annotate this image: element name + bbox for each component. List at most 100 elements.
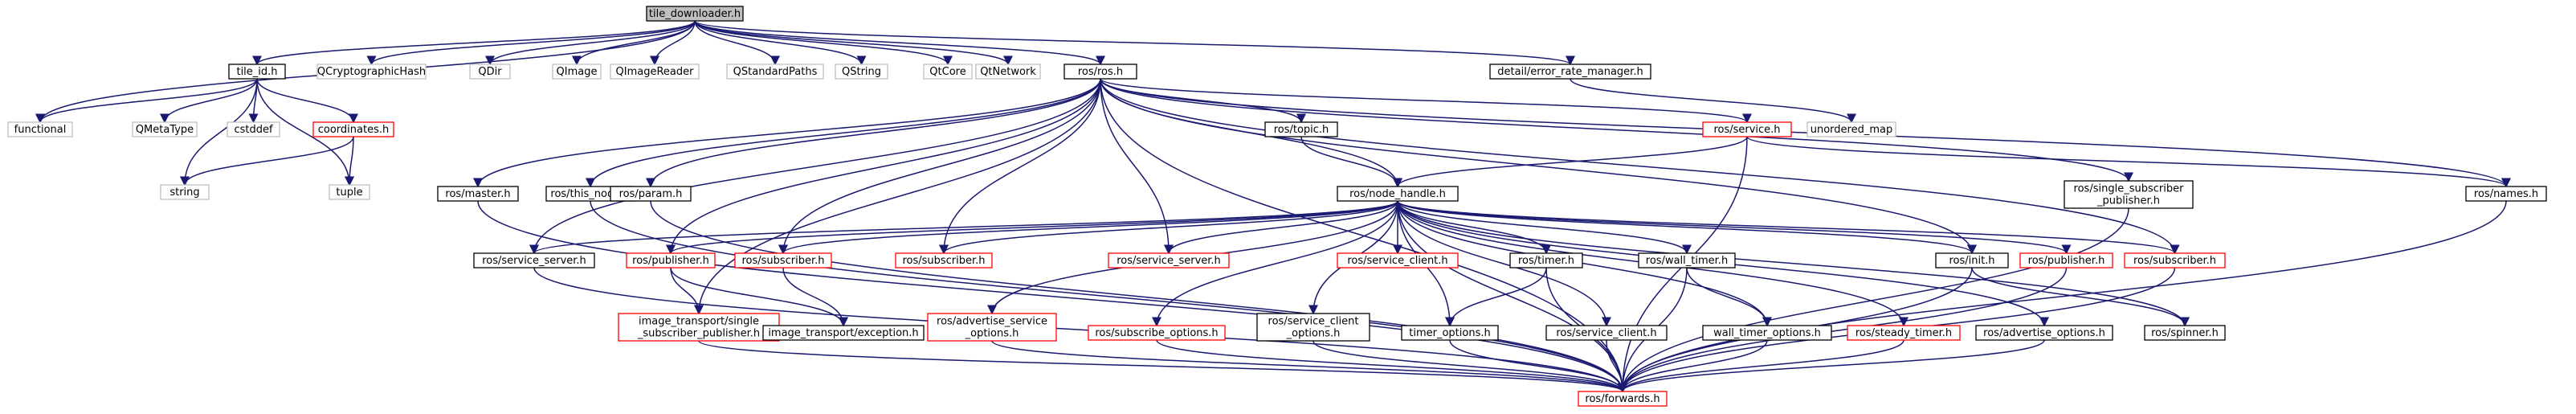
node-QString[interactable]: QString: [835, 64, 888, 80]
node-ros-service-server-1[interactable]: ros/service_server.h: [473, 252, 595, 268]
node-QDir[interactable]: QDir: [469, 64, 511, 80]
node-ros-subscriber-2[interactable]: ros/subscriber.h: [895, 252, 993, 268]
edge-tile_downloader-to-QCryptographicHash: [366, 20, 696, 66]
node-box: [1063, 64, 1137, 80]
node-ros-wall-timer[interactable]: ros/wall_timer.h: [1638, 252, 1736, 268]
node-functional[interactable]: functional: [7, 121, 73, 137]
node-unordered-map[interactable]: unordered_map: [1806, 121, 1896, 137]
edge-ros_publisher_1-to-image_transport_ssp: [670, 267, 704, 315]
node-box: [329, 184, 370, 200]
node-label: timer_options.h: [1409, 327, 1490, 339]
node-label: tile_downloader.h: [649, 8, 741, 20]
node-box: [734, 252, 832, 268]
node-cstddef[interactable]: cstddef: [227, 121, 280, 137]
node-QMetaType[interactable]: QMetaType: [132, 121, 198, 137]
node-tile-id[interactable]: tile_id.h: [228, 64, 286, 80]
node-label: ros/advertise_service: [937, 316, 1047, 328]
node-label: QImage: [557, 66, 598, 78]
node-ros-service-client-1[interactable]: ros/service_client.h: [1337, 252, 1459, 268]
node-QCryptographicHash[interactable]: QCryptographicHash: [316, 64, 427, 80]
edge-timer_options-to-ros_forwards: [1449, 339, 1627, 393]
node-QtCore[interactable]: QtCore: [923, 64, 973, 80]
node-ros-publisher-1[interactable]: ros/publisher.h: [626, 252, 716, 268]
node-ros-publisher-2[interactable]: ros/publisher.h: [2019, 252, 2113, 268]
node-image-transport-ssp[interactable]: image_transport/single_subscriber_publis…: [618, 313, 780, 342]
node-box: [610, 64, 700, 80]
node-box: [552, 64, 602, 80]
edge-tile_id-to-coordinates: [256, 78, 358, 124]
node-tile-downloader[interactable]: tile_downloader.h: [646, 6, 744, 22]
edge-tile_downloader-to-QString: [694, 20, 867, 66]
edge-tile_downloader-to-QImageReader: [650, 20, 696, 66]
edge-ros_ros-to-ros_param: [646, 78, 1101, 188]
edge-ros_ros-to-ros_forwards: [1100, 78, 1627, 393]
node-ros-names[interactable]: ros/names.h: [2465, 186, 2547, 202]
node-ros-master[interactable]: ros/master.h: [437, 186, 519, 202]
edge-ros_node_handle-to-ros_subscriber_1: [778, 200, 1398, 255]
edge-ros_ros-to-ros_subscriber_2: [939, 78, 1101, 255]
node-ros-advertise-service-options[interactable]: ros/advertise_service_options.h: [927, 313, 1057, 342]
edge-tile_id-to-functional: [35, 78, 258, 124]
node-ros-service-client-2[interactable]: ros/service_client.h: [1545, 325, 1668, 341]
node-ros-spinner[interactable]: ros/spinner.h: [2144, 325, 2226, 341]
edge-ros_ros-to-ros_subscriber_1: [778, 78, 1101, 255]
node-box: [975, 64, 1041, 80]
node-label: QDir: [478, 66, 502, 78]
node-box: [228, 64, 286, 80]
node-ros-service-server-2[interactable]: ros/service_server.h: [1108, 252, 1230, 268]
node-label: QCryptographicHash: [317, 66, 426, 78]
node-wall-timer-options[interactable]: wall_timer_options.h: [1702, 325, 1832, 341]
node-label: tile_id.h: [236, 66, 277, 78]
node-QStandardPaths[interactable]: QStandardPaths: [726, 64, 824, 80]
node-error-rate-manager[interactable]: detail/error_rate_manager.h: [1489, 64, 1651, 80]
node-QtNetwork[interactable]: QtNetwork: [975, 64, 1041, 80]
node-QImageReader[interactable]: QImageReader: [610, 64, 700, 80]
node-label: ros/single_subscriber: [2074, 183, 2185, 195]
edge-ros_ros-to-ros_service_server_2: [1100, 78, 1174, 255]
node-ros-single-sub-pub[interactable]: ros/single_subscriber_publisher.h: [2064, 180, 2194, 209]
edge-ros_master-to-ros_forwards: [477, 200, 1627, 393]
node-ros-service-top[interactable]: ros/service.h: [1702, 121, 1792, 137]
node-label: ros/spinner.h: [2151, 327, 2219, 339]
node-ros-init[interactable]: ros/init.h: [1935, 252, 2009, 268]
edge-ros_publisher_2-to-ros_forwards: [1618, 267, 2068, 393]
node-ros-subscribe-options[interactable]: ros/subscribe_options.h: [1088, 325, 1226, 341]
edge-ros_names-to-ros_forwards: [1618, 200, 2507, 393]
node-label: QString: [842, 66, 881, 78]
edge-ros_ros-to-ros_service_top: [1100, 78, 1752, 124]
node-label: ros/publisher.h: [2028, 255, 2105, 267]
node-tuple[interactable]: tuple: [329, 184, 370, 200]
node-label: ros/forwards.h: [1585, 393, 1659, 405]
node-box: [927, 313, 1057, 342]
node-ros-forwards[interactable]: ros/forwards.h: [1578, 391, 1668, 407]
node-ros-ros[interactable]: ros/ros.h: [1063, 64, 1137, 80]
edge-coordinates-to-string: [180, 136, 354, 187]
node-ros-steady-timer[interactable]: ros/steady_timer.h: [1847, 325, 1961, 341]
node-box: [895, 252, 993, 268]
node-box: [726, 64, 824, 80]
node-ros-subscriber-1[interactable]: ros/subscriber.h: [734, 252, 832, 268]
node-image-transport-exception[interactable]: image_transport/exception.h: [762, 325, 925, 341]
node-box: [1935, 252, 2009, 268]
edge-ros_steady_timer-to-ros_forwards: [1618, 339, 1904, 393]
node-box: [1337, 186, 1459, 202]
node-ros-timer[interactable]: ros/timer.h: [1509, 252, 1583, 268]
node-box: [2124, 252, 2226, 268]
node-ros-subscriber-3[interactable]: ros/subscriber.h: [2124, 252, 2226, 268]
node-ros-service-client-options[interactable]: ros/service_client_options.h: [1256, 313, 1370, 342]
edge-error_rate_manager-to-unordered_map: [1570, 78, 1856, 124]
node-ros-topic[interactable]: ros/topic.h: [1264, 121, 1338, 137]
node-timer-options[interactable]: timer_options.h: [1401, 325, 1499, 341]
node-string[interactable]: string: [160, 184, 210, 200]
edge-ros_ros-to-ros_publisher_1: [666, 78, 1101, 255]
node-ros-param[interactable]: ros/param.h: [610, 186, 692, 202]
node-ros-node-handle[interactable]: ros/node_handle.h: [1337, 186, 1459, 202]
node-coordinates[interactable]: coordinates.h: [312, 121, 394, 137]
node-QImage[interactable]: QImage: [552, 64, 602, 80]
node-label: QtCore: [929, 66, 965, 78]
node-box: [2465, 186, 2547, 202]
node-box: [762, 325, 925, 341]
edge-ros_advertise_options-to-ros_forwards: [1618, 339, 2045, 393]
node-box: [7, 121, 73, 137]
node-ros-advertise-options[interactable]: ros/advertise_options.h: [1975, 325, 2113, 341]
